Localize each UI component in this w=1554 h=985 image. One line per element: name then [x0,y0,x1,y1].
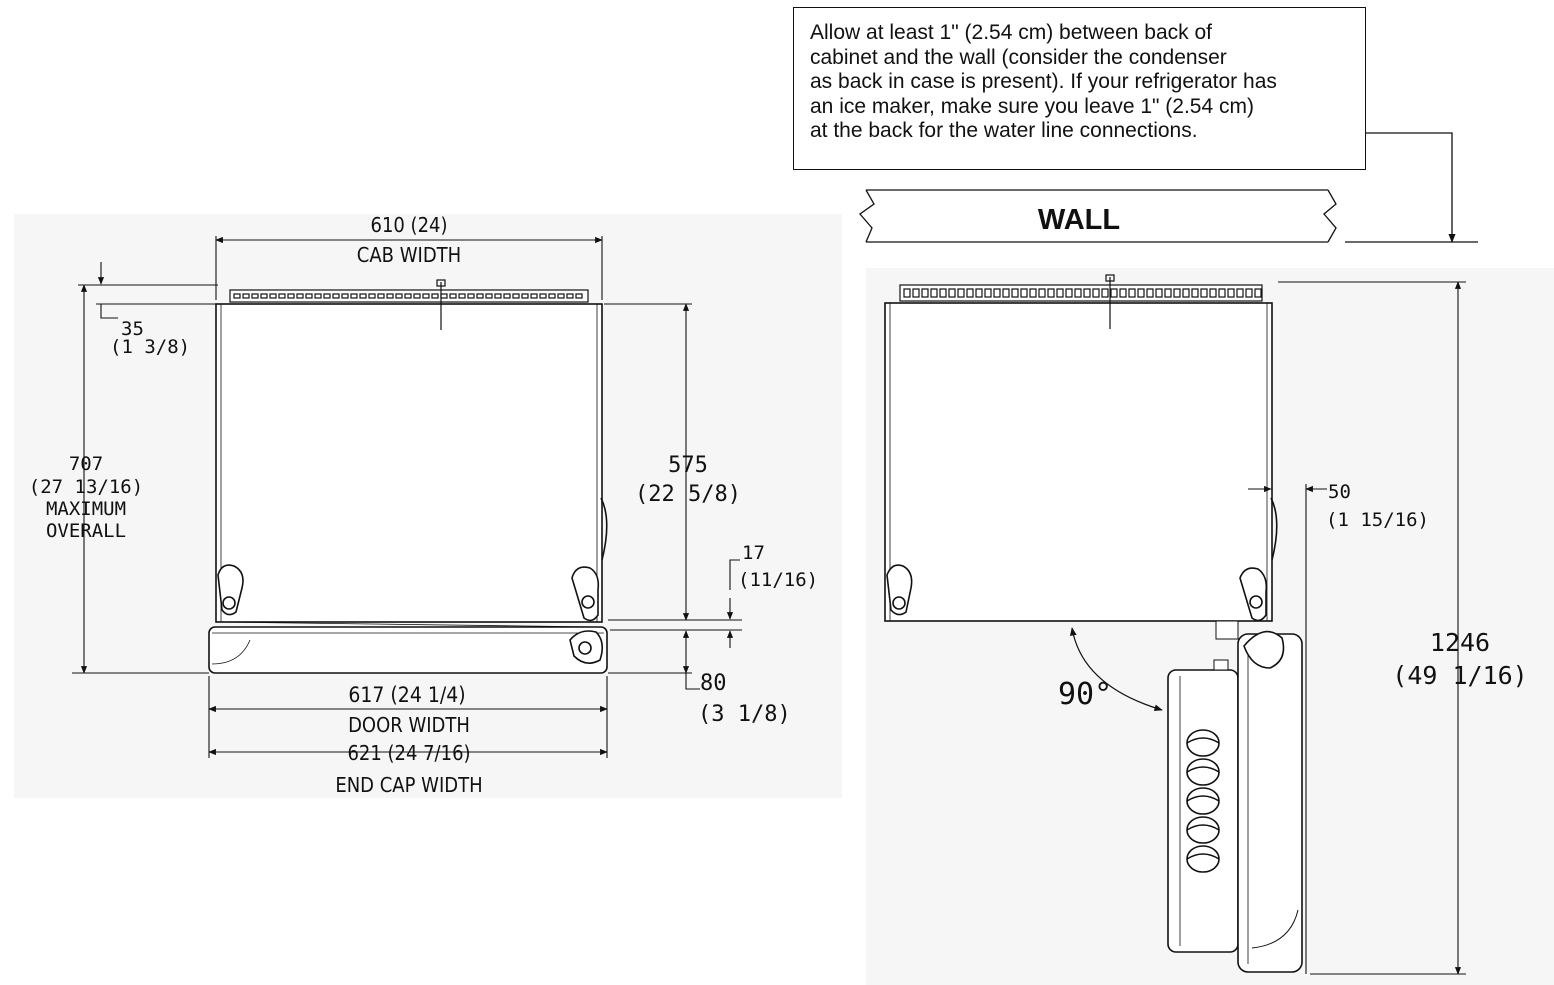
wall-label: WALL [1038,204,1120,236]
door-width-value: 617 (24 1/4) [348,683,465,707]
body-height-inches: (22 5/8) [635,482,741,507]
left-cabinet [208,303,608,674]
right-hinge-left [886,564,913,616]
door-width-label: DOOR WIDTH [348,713,470,737]
gap-value: 17 [742,542,765,564]
overall-label-maximum: MAXIMUM [46,498,126,520]
total-depth-value: 1246 [1430,628,1490,657]
overall-height-value: 707 [69,453,103,475]
right-condenser-grille [899,274,1263,329]
overall-label-overall: OVERALL [46,520,126,542]
angle-value: 90° [1058,677,1112,712]
side-offset-value: 50 [1328,481,1351,503]
end-cap-width-label: END CAP WIDTH [335,773,482,797]
door-depth-value: 80 [700,671,727,696]
left-dimension-lines [72,236,742,758]
angle-arc [1069,627,1163,712]
body-height-value: 575 [668,453,708,478]
top-offset-value: 35 [121,318,144,340]
note-line-4: an ice maker, make sure you leave 1" (2.… [810,94,1254,118]
door-depth-inches: (3 1/8) [698,702,791,727]
clearance-note: Allow at least 1" (2.54 cm) between back… [793,7,1366,170]
wall [859,189,1337,243]
note-line-3: as back in case is present). If your ref… [810,70,1277,93]
right-cabinet [884,302,1273,640]
end-cap-width-value: 621 (24 7/16) [347,741,470,765]
overall-height-inches: (27 13/16) [29,476,143,498]
gap-inches: (11/16) [738,569,818,591]
right-dimension-lines [1248,281,1466,975]
right-hinge-right [1239,567,1268,622]
left-hinge-left [217,564,244,616]
right-side-handle [1270,497,1278,561]
total-depth-inches: (49 1/16) [1392,661,1527,690]
note-line-1: Allow at least 1" (2.54 cm) between back… [810,21,1212,44]
top-offset-inches: (1 3/8) [110,336,190,358]
cab-width-value: 610 (24) [371,213,448,237]
note-line-5: at the back for the water line connectio… [810,119,1198,142]
note-line-2: cabinet and the wall (consider the conde… [810,45,1227,69]
note-leader [1345,132,1478,243]
left-condenser-grille [229,279,589,330]
side-offset-inches: (1 15/16) [1326,509,1429,531]
cab-width-label: CAB WIDTH [357,243,461,267]
open-door [1167,630,1303,973]
door-shelf-bins [1186,729,1220,873]
left-hinge-right [569,566,604,664]
left-side-handle [600,497,608,561]
